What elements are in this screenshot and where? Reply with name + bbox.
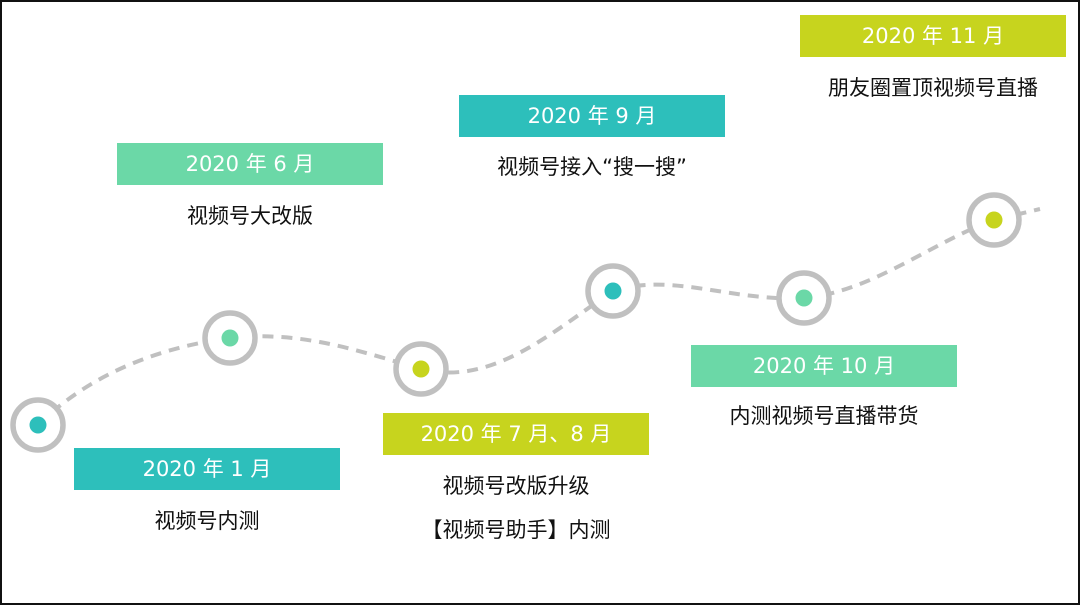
- milestone-node-dot-5: [795, 289, 813, 307]
- milestone-text-3b: 【视频号助手】内测: [421, 518, 611, 542]
- milestone-date-6: 2020 年 11 月: [800, 15, 1066, 57]
- milestone-node-dot-4: [604, 282, 622, 300]
- milestone-date-1: 2020 年 1 月: [74, 448, 340, 490]
- milestone-node-dot-1: [29, 416, 47, 434]
- milestone-text-2: 视频号大改版: [187, 204, 313, 228]
- milestone-date-3: 2020 年 7 月、8 月: [383, 413, 649, 455]
- milestone-text-1: 视频号内测: [154, 509, 260, 533]
- milestone-date-2: 2020 年 6 月: [117, 143, 383, 185]
- milestone-text-4: 视频号接入“搜一搜”: [497, 155, 687, 179]
- milestone-node-dot-6: [985, 211, 1003, 229]
- milestone-text-5: 内测视频号直播带货: [729, 404, 919, 428]
- milestone-text-3a: 视频号改版升级: [442, 474, 590, 498]
- dashed-connector: [36, 207, 1041, 427]
- milestone-date-5: 2020 年 10 月: [691, 345, 957, 387]
- milestone-date-4: 2020 年 9 月: [459, 95, 725, 137]
- milestone-text-6: 朋友圈置顶视频号直播: [828, 76, 1038, 100]
- milestone-node-dot-2: [221, 329, 239, 347]
- milestone-node-dot-3: [412, 360, 430, 378]
